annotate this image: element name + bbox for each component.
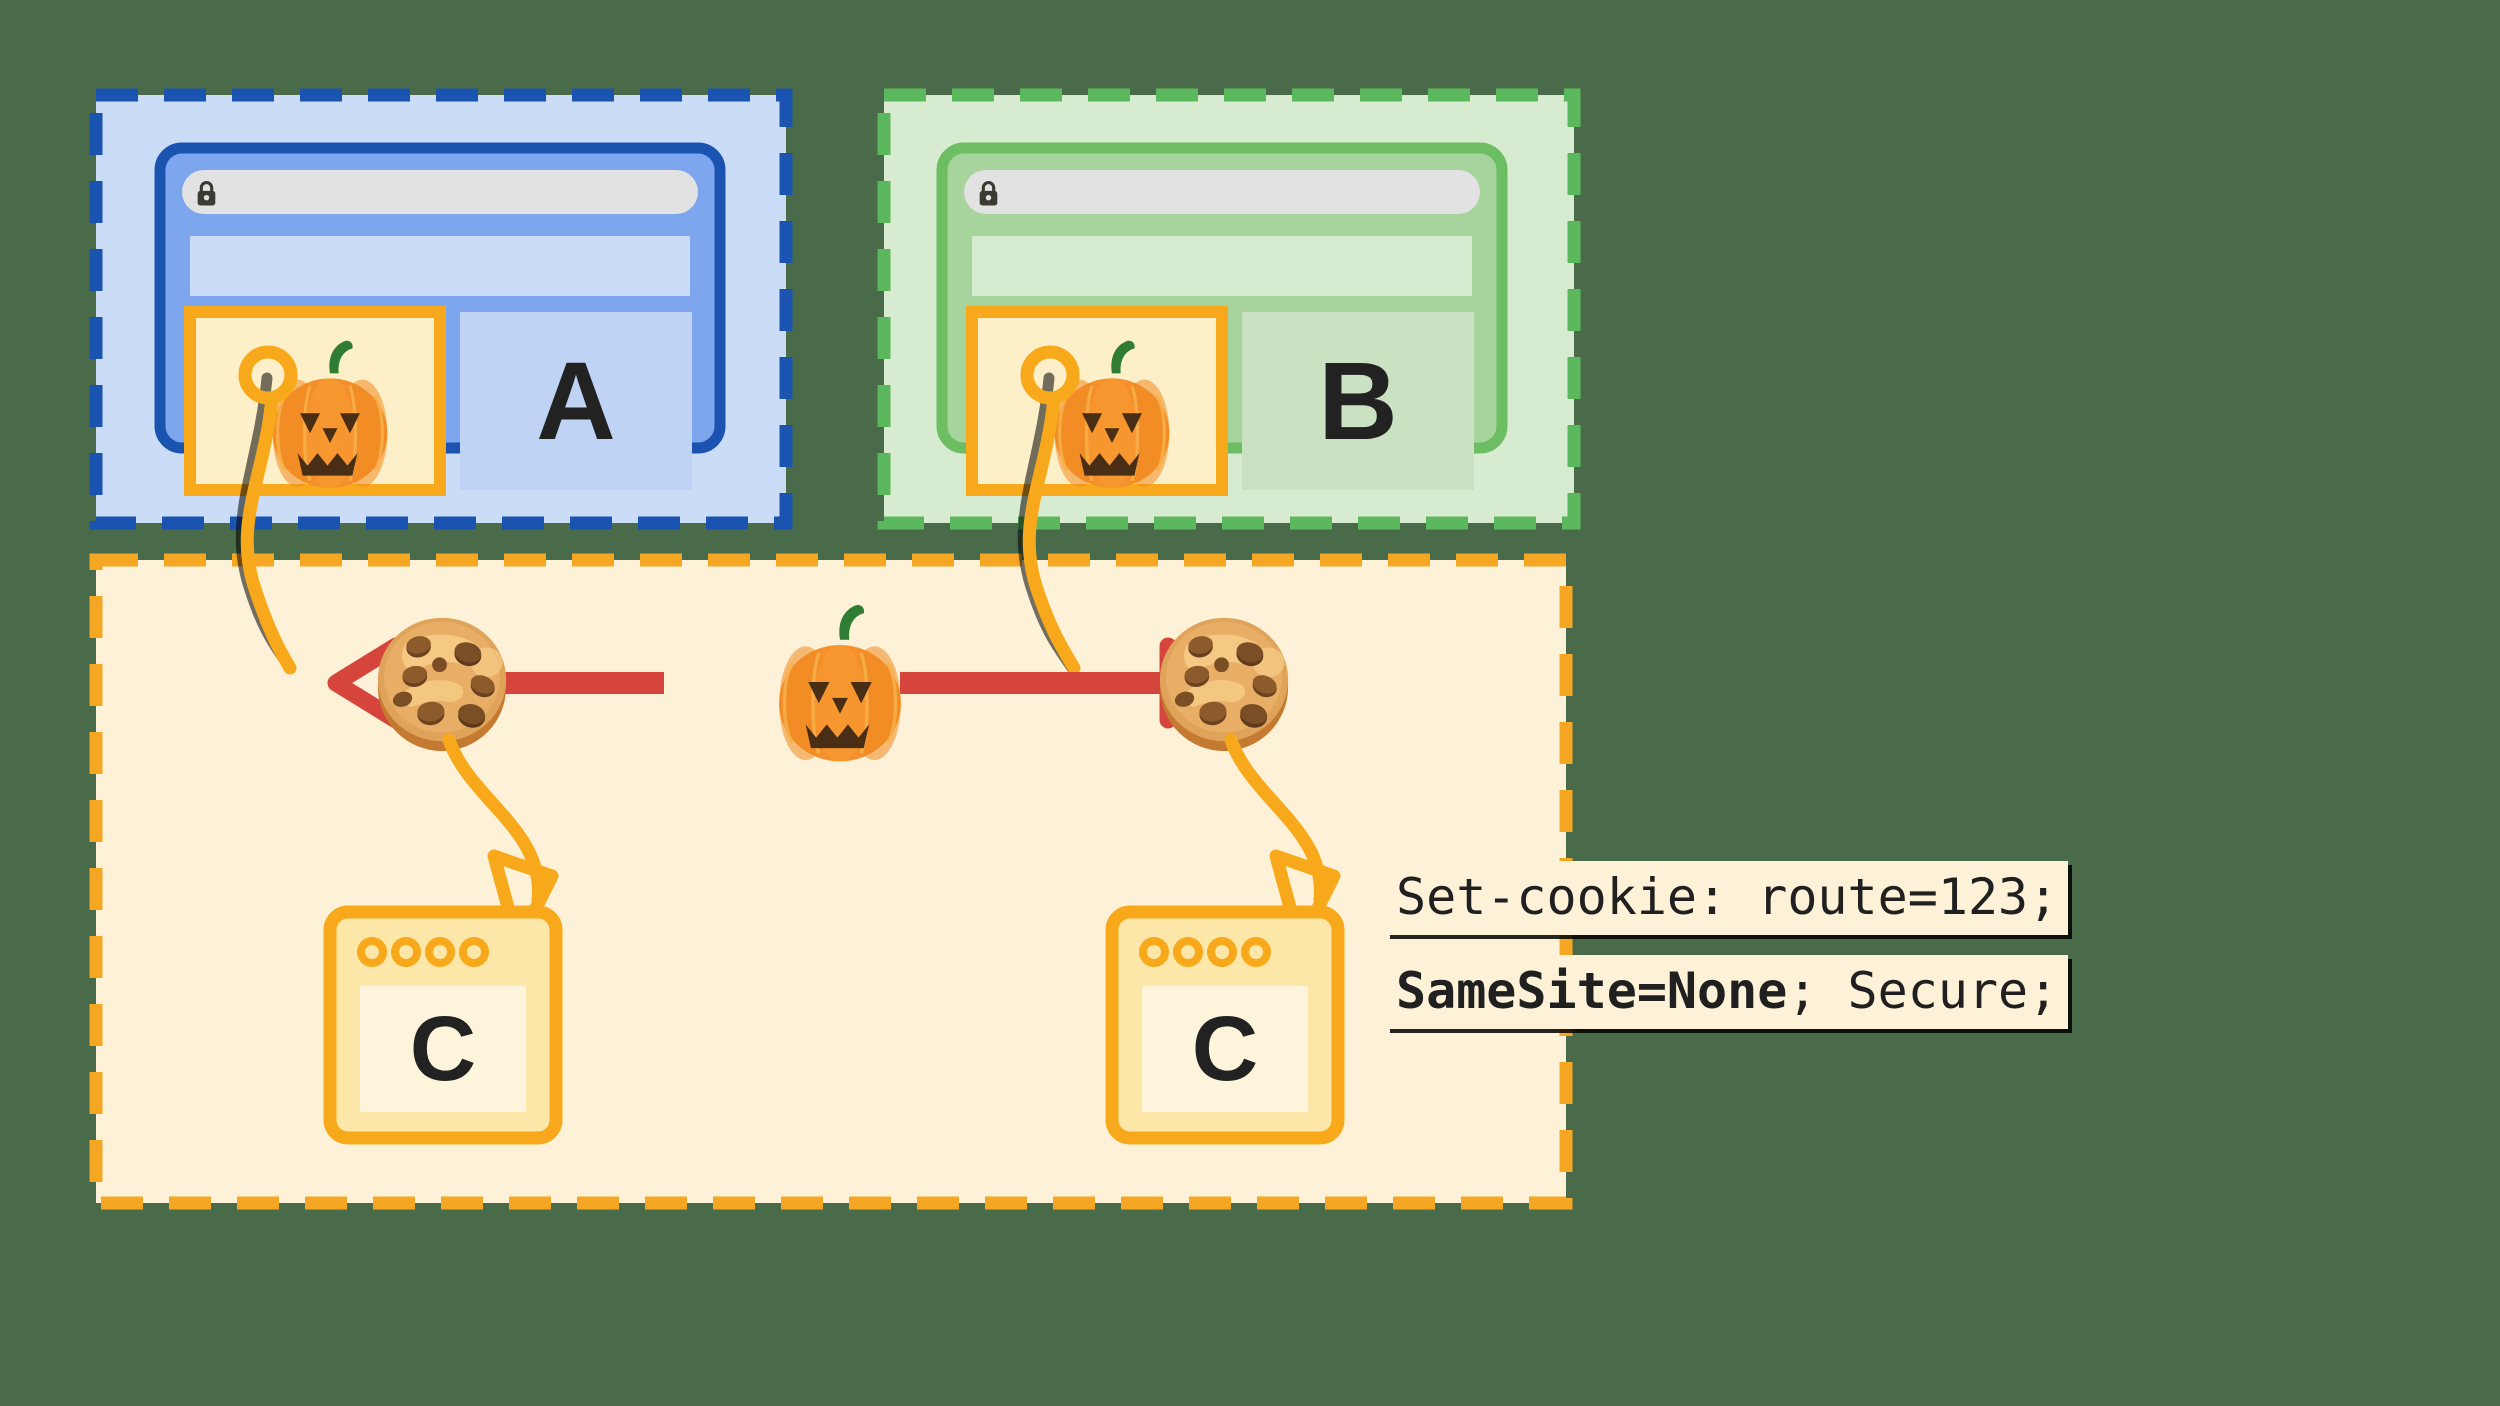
site-a-main-content (460, 312, 692, 490)
callout-secure: ; Secure; (1787, 962, 2059, 1020)
site-a-url-bar[interactable] (182, 170, 698, 214)
cookie-icon (377, 617, 507, 752)
site-a-panel (89, 88, 793, 530)
site-b-panel (877, 88, 1581, 530)
server-window-c-left (323, 905, 563, 1145)
site-a-content-bar (190, 236, 690, 296)
site-b-main-content (1242, 312, 1474, 490)
callout-samesite-none: SameSite=None (1396, 962, 1788, 1020)
site-b-browser-window (936, 142, 1508, 496)
site-a-dashed-border (89, 88, 793, 530)
window-dot-icon (1207, 937, 1237, 967)
connector-b-to-cookie (1020, 345, 1081, 675)
site-b-url-bar[interactable] (964, 170, 1480, 214)
window-dot-icon (425, 937, 455, 967)
callout-line-2: SameSite=None; Secure; (1386, 955, 2069, 1029)
site-b-dashed-border (877, 88, 1581, 530)
window-dot-icon (1139, 937, 1169, 967)
site-a-browser-window (154, 142, 726, 496)
connector-a-to-cookie (238, 345, 298, 675)
site-b-content-bar (972, 236, 1472, 296)
window-dot-icon (357, 937, 387, 967)
server-window-c-right (1105, 905, 1345, 1145)
window-dot-icon (1241, 937, 1271, 967)
callout-line-1: Set-cookie: route=123; (1386, 861, 2069, 935)
window-dot-icon (1173, 937, 1203, 967)
cookie-icon (1159, 617, 1289, 752)
window-dot-icon (459, 937, 489, 967)
window-dot-icon (391, 937, 421, 967)
